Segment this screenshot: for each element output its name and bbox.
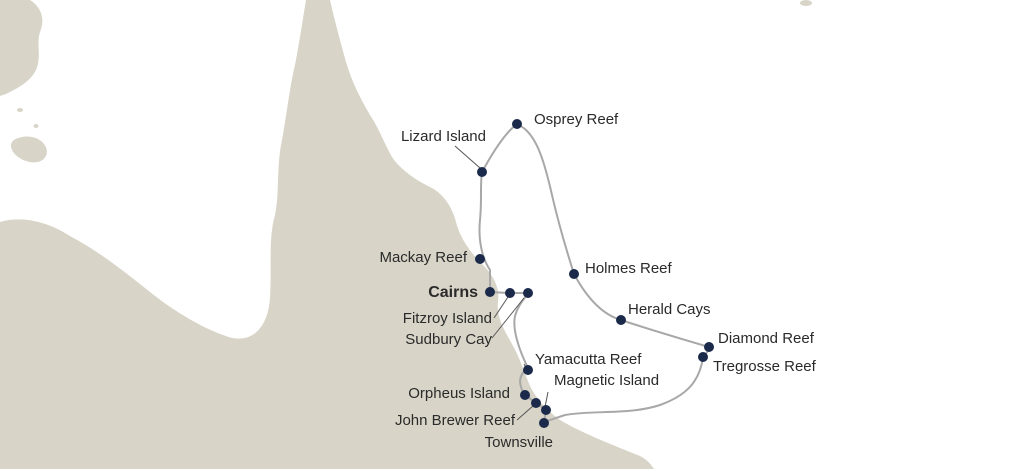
marker-orpheus-island[interactable]: [520, 390, 530, 400]
marker-townsville[interactable]: [539, 418, 549, 428]
label-john-brewer-reef: John Brewer Reef: [395, 412, 516, 429]
marker-tregrosse-reef[interactable]: [698, 352, 708, 362]
land-island-northwest: [0, 0, 43, 96]
label-fitzroy-island: Fitzroy Island: [403, 310, 492, 327]
marker-holmes-reef[interactable]: [569, 269, 579, 279]
land-islet: [33, 124, 39, 128]
label-sudbury-cay: Sudbury Cay: [405, 331, 492, 348]
label-herald-cays: Herald Cays: [628, 301, 711, 318]
marker-fitzroy-island[interactable]: [505, 288, 515, 298]
land-island-small: [10, 136, 47, 163]
leader-line-lizard: [454, 145, 481, 169]
leader-line-sudbury: [491, 297, 525, 339]
marker-sudbury-cay[interactable]: [523, 288, 533, 298]
marker-yamacutta-reef[interactable]: [523, 365, 533, 375]
label-diamond-reef: Diamond Reef: [718, 330, 815, 347]
label-holmes-reef: Holmes Reef: [585, 260, 673, 277]
stop-labels: Osprey Reef Lizard Island Mackay Reef Ca…: [379, 111, 816, 451]
label-mackay-reef: Mackay Reef: [379, 249, 467, 266]
label-townsville: Townsville: [485, 434, 553, 451]
marker-lizard-island[interactable]: [477, 167, 487, 177]
land-islet: [17, 108, 23, 112]
label-lizard-island: Lizard Island: [401, 128, 486, 145]
label-osprey-reef: Osprey Reef: [534, 111, 619, 128]
marker-magnetic-island[interactable]: [541, 405, 551, 415]
cruise-route-line: [478, 122, 711, 424]
marker-diamond-reef[interactable]: [704, 342, 714, 352]
leader-line-magnetic: [544, 391, 549, 408]
leader-line-fitzroy: [493, 296, 509, 319]
label-tregrosse-reef: Tregrosse Reef: [713, 358, 817, 375]
label-cairns: Cairns: [428, 284, 478, 301]
label-orpheus-island: Orpheus Island: [408, 385, 510, 402]
label-yamacutta-reef: Yamacutta Reef: [535, 351, 642, 368]
stop-markers: [475, 119, 714, 428]
marker-cairns[interactable]: [485, 287, 495, 297]
leader-line-johnbrewer: [516, 405, 534, 421]
marker-john-brewer-reef[interactable]: [531, 398, 541, 408]
leader-lines: [454, 145, 549, 421]
marker-herald-cays[interactable]: [616, 315, 626, 325]
marker-mackay-reef[interactable]: [475, 254, 485, 264]
label-magnetic-island: Magnetic Island: [554, 372, 659, 389]
land-islet-northeast: [800, 0, 812, 6]
marker-osprey-reef[interactable]: [512, 119, 522, 129]
land-mainland: [0, 0, 654, 469]
